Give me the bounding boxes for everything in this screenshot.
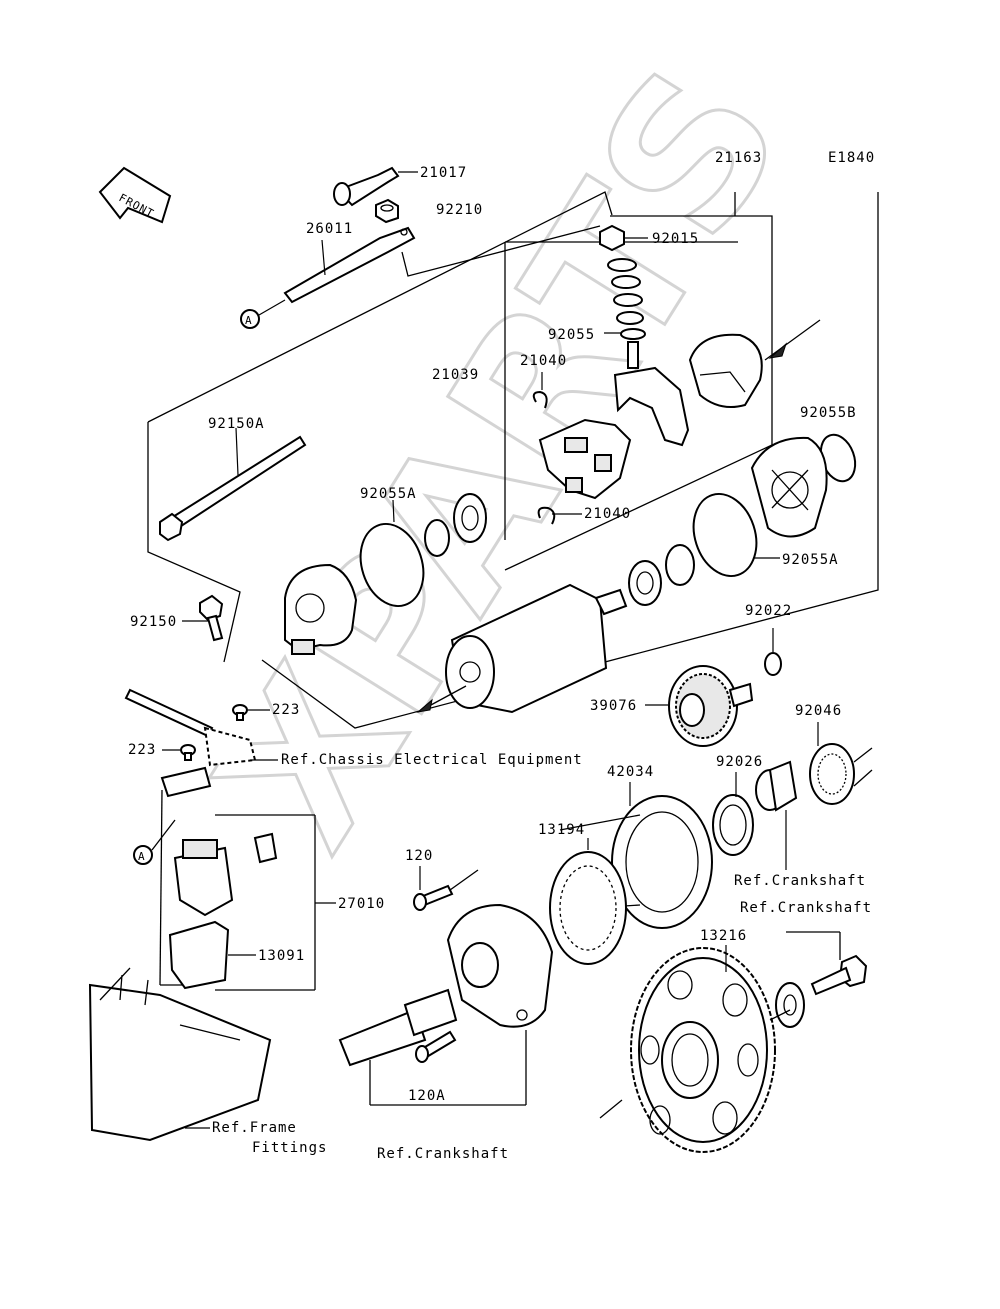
part-bearing-left — [424, 493, 487, 557]
label-27010: 27010 — [338, 896, 385, 912]
part-crankshaft-end — [338, 988, 527, 1106]
label-21040-a: 21040 — [520, 353, 567, 369]
label-26011: 26011 — [306, 221, 353, 237]
ref-crankshaft-2: Ref.Crankshaft — [740, 900, 872, 916]
part-13091-cover — [168, 920, 256, 990]
label-92026: 92026 — [716, 754, 763, 770]
part-13216-gear — [599, 945, 791, 1153]
part-21040-spring-a — [532, 372, 548, 409]
label-120: 120 — [405, 848, 433, 864]
label-13194: 13194 — [538, 822, 585, 838]
part-front-cover — [284, 563, 358, 655]
part-27010-relay-assembly — [159, 766, 336, 991]
label-92055: 92055 — [548, 327, 595, 343]
part-26011-cable — [283, 226, 416, 304]
part-92055-oring — [604, 328, 646, 369]
part-21040-spring-b — [537, 506, 582, 525]
part-wire-harness — [124, 688, 278, 767]
part-21017-boot — [333, 166, 418, 207]
label-92015: 92015 — [652, 231, 699, 247]
label-92046: 92046 — [795, 703, 842, 719]
part-92026-washer — [712, 772, 754, 856]
part-92055a-oring-left — [359, 499, 425, 608]
part-13194-clutch — [549, 838, 627, 965]
label-13216: 13216 — [700, 928, 747, 944]
part-crank-bolt — [775, 931, 868, 1028]
label-21163: 21163 — [715, 150, 762, 166]
part-bearing-right — [628, 544, 695, 606]
label-92055a-right: 92055A — [782, 552, 839, 568]
label-39076: 39076 — [590, 698, 637, 714]
part-92046-bearing — [809, 722, 873, 805]
ref-a-marker-bottom: A — [133, 819, 176, 865]
part-39076-gear — [645, 665, 754, 747]
part-starter-motor-body — [416, 583, 628, 714]
label-21040-b: 21040 — [584, 506, 631, 522]
label-92055a-left: 92055A — [360, 486, 417, 502]
ref-frame-2: Fittings — [252, 1140, 327, 1156]
label-42034: 42034 — [607, 764, 654, 780]
diagram-code: E1840 — [828, 150, 875, 166]
label-92150a: 92150A — [208, 416, 265, 432]
label-120a: 120A — [408, 1088, 446, 1104]
part-223-screw-b — [162, 744, 196, 761]
ref-chassis-electrical: Ref.Chassis Electrical Equipment — [281, 752, 583, 768]
label-223-b: 223 — [128, 742, 156, 758]
part-92210-nut — [375, 198, 399, 224]
part-92022-washer — [764, 628, 782, 676]
ref-a-marker-top: A — [240, 299, 286, 329]
part-21163-cover — [688, 319, 821, 408]
label-92210: 92210 — [436, 202, 483, 218]
ref-a-text-2: A — [138, 850, 146, 863]
part-92150-bolt — [182, 594, 224, 642]
front-arrow-icon: FRONT — [98, 166, 172, 224]
part-starter-clutch-hub — [446, 903, 554, 1028]
label-21039: 21039 — [432, 367, 479, 383]
label-92055b: 92055B — [800, 405, 857, 421]
part-frame-fittings — [88, 967, 272, 1142]
label-92150: 92150 — [130, 614, 177, 630]
ref-crankshaft-3: Ref.Crankshaft — [377, 1146, 509, 1162]
part-120a-bolt — [415, 1030, 457, 1063]
label-223-a: 223 — [272, 702, 300, 718]
part-21039-brush-holder — [538, 418, 632, 500]
ref-crankshaft-1: Ref.Crankshaft — [734, 873, 866, 889]
part-42034-housing — [559, 782, 713, 929]
part-92015-nut-stack — [599, 224, 648, 325]
part-sleeve — [755, 760, 798, 870]
part-92055a-oring-right — [692, 492, 780, 578]
part-223-screw-a — [232, 704, 270, 721]
ref-frame-1: Ref.Frame — [212, 1120, 297, 1136]
part-end-cover — [750, 436, 828, 538]
part-92150a-bolt — [159, 427, 307, 542]
assembly-outline — [147, 191, 879, 729]
part-starter-relay — [173, 832, 278, 917]
part-120-bolt — [413, 866, 479, 911]
label-13091: 13091 — [258, 948, 305, 964]
label-92022: 92022 — [745, 603, 792, 619]
label-21017: 21017 — [420, 165, 467, 181]
part-terminal-bracket — [613, 366, 690, 447]
ref-a-text: A — [245, 314, 253, 327]
